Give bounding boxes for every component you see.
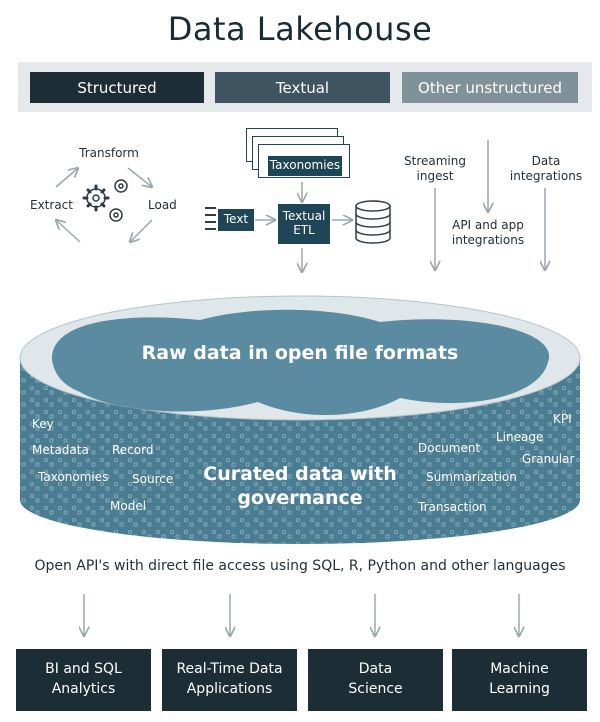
machine-learning-box: Machine Learning [452,649,587,711]
metadata-label-key: Key [32,417,54,431]
other-unstructured-pill: Other unstructured [402,72,578,103]
text-lines-icon [205,207,216,230]
machine-learning-label: Machine Learning [489,661,550,697]
streaming-ingest-label: Streaming ingest [404,154,466,183]
data-science-label: Data Science [348,661,403,697]
metadata-label-source: Source [132,472,174,486]
open-api-description: Open API's with direct file access using… [34,558,566,574]
gear-icon [82,179,128,222]
data-integrations-label: Data integrations [509,154,583,183]
raw-data-lake [51,309,550,416]
metadata-label-document: Document [418,441,481,455]
curated-data-title: Curated data with governance [203,463,397,509]
metadata-label-granular: Granular [522,452,575,466]
metadata-label-summarization: Summarization [426,470,517,484]
metadata-label-kpi: KPI [553,412,572,426]
lakehouse-disk [19,295,581,544]
bi-sql-analytics-box: BI and SQL Analytics [16,649,151,711]
textual-etl-box: Textual ETL [278,204,330,244]
page-title: Data Lakehouse [167,10,433,48]
metadata-label-metadata: Metadata [32,443,89,457]
metadata-label-lineage: Lineage [496,430,544,444]
textual-etl-label: Textual ETL [282,209,326,237]
textual-pill: Textual [215,72,390,103]
transform-label: Transform [79,146,139,160]
raw-data-title: Raw data in open file formats [141,342,459,364]
metadata-label-transaction: Transaction [418,500,487,514]
ingest-arrows [435,140,545,270]
text-box: Text [218,209,254,231]
realtime-apps-label: Real-Time Data Applications [176,661,283,697]
data-science-box: Data Science [308,649,443,711]
bi-sql-analytics-label: BI and SQL Analytics [45,661,122,697]
api-app-integrations-label: API and app integrations [451,218,525,247]
metadata-label-model: Model [110,499,147,513]
load-label: Load [148,198,177,212]
extract-label: Extract [30,198,73,212]
metadata-label-taxonomies: Taxonomies [38,470,109,484]
taxonomies-box: Taxonomies [268,156,342,176]
structured-pill: Structured [30,72,204,103]
metadata-label-record: Record [112,443,154,457]
realtime-apps-box: Real-Time Data Applications [162,649,297,711]
database-icon [355,200,391,244]
textual-flow-arrows [255,182,352,272]
etl-cycle-arrows [56,168,152,242]
